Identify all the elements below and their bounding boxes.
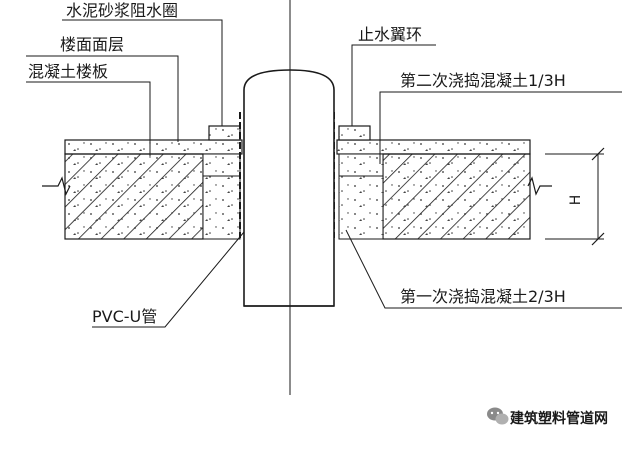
- dimension-h-label: H: [568, 195, 584, 206]
- label-concrete-slab: 混凝土楼板: [28, 62, 108, 81]
- label-mortar-ring: 水泥砂浆阻水圈: [66, 1, 178, 20]
- leader-floor-surface: [26, 55, 179, 142]
- label-pvc-pipe: PVC-U管: [92, 307, 157, 326]
- label-second-pour: 第二次浇捣混凝土1/3H: [400, 71, 566, 90]
- leader-water-stop: [351, 44, 436, 126]
- label-first-pour: 第一次浇捣混凝土2/3H: [400, 287, 566, 306]
- leader-first-pour: [345, 229, 622, 309]
- break-mark-left: [42, 176, 71, 196]
- wechat-icon: [487, 407, 509, 425]
- leader-concrete-slab: [26, 81, 151, 156]
- watermark-text: 建筑塑料管道网: [510, 410, 608, 427]
- leader-mortar-ring: [62, 19, 223, 126]
- label-floor-surface: 楼面面层: [60, 35, 124, 54]
- label-water-stop-ring: 止水翼环: [358, 25, 422, 44]
- pvc-pipe: [243, 69, 335, 307]
- break-mark-right: [527, 176, 552, 196]
- leader-pvc-pipe: [92, 231, 245, 328]
- leader-second-pour: [379, 91, 622, 164]
